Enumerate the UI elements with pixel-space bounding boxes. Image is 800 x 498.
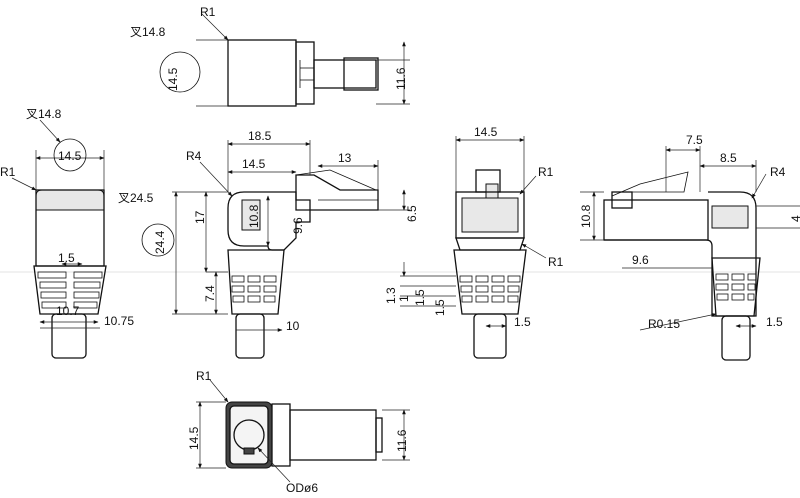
side-left-cable-w: 10	[286, 319, 300, 333]
side-left-body-len: 14.5	[242, 157, 266, 171]
top-body	[227, 39, 297, 107]
side-left-plug-len: 13	[338, 151, 352, 165]
side-left-cable	[235, 313, 265, 359]
front-boot	[33, 265, 107, 315]
side-right-top-8-5: 8.5	[720, 151, 737, 165]
rear-r-top: R1	[538, 165, 554, 179]
side-left-height-17: 17	[193, 210, 207, 224]
rear-boot	[453, 249, 527, 315]
rear-cable	[473, 313, 507, 359]
bottom-view: 14.5 11.6 R1 ODø6	[187, 369, 410, 495]
top-neck	[295, 41, 315, 105]
rear-width-label: 14.5	[474, 125, 498, 139]
top-diam-label: 叉14.8	[130, 25, 166, 39]
side-left-diam-label: 叉24.5	[118, 191, 154, 205]
side-right-h-9-6: 9.6	[632, 253, 649, 267]
side-left-plug	[295, 174, 379, 211]
top-view: R1 叉14.8 14.5 11.6	[130, 5, 410, 107]
side-left-radius: R4	[186, 149, 202, 163]
bottom-height-label: 14.5	[187, 426, 201, 450]
top-height-label: 14.5	[166, 67, 180, 91]
side-right-r-small: R0.15	[648, 317, 680, 331]
rear-gap-label: 1.5	[514, 315, 531, 329]
side-left-total-len: 18.5	[248, 129, 272, 143]
side-left-h-10-8: 10.8	[247, 204, 261, 228]
front-view: 14.5 叉14.8 R1 1.5 10.7 10.75	[0, 107, 134, 359]
top-plug	[313, 59, 377, 89]
front-cable	[51, 313, 87, 359]
side-right-top-7-5: 7.5	[686, 133, 703, 147]
bottom-side-label: 11.6	[395, 429, 409, 452]
top-side-label: 11.6	[394, 67, 408, 90]
rear-d-1-5b: 1.5	[433, 299, 447, 316]
front-diam-circle	[53, 138, 87, 172]
front-radius-label: R1	[0, 165, 16, 179]
side-left-window	[241, 199, 261, 231]
side-left-circle	[141, 223, 175, 257]
bottom-radius-label: R1	[196, 369, 212, 383]
side-left-view: 18.5 14.5 13 R4 24.4 叉24.5 17 7.4 10.8 9…	[118, 129, 419, 359]
side-left-h-6-5: 6.5	[405, 205, 419, 222]
side-right-gap: 1.5	[766, 315, 783, 329]
rear-view: 14.5 R1 R1 1.3 1 1.5 1.5 1.5	[384, 125, 564, 359]
side-right-window	[711, 205, 749, 229]
side-left-h-7-4: 7.4	[203, 285, 217, 302]
side-left-boot	[227, 249, 285, 315]
side-right-h-4: 4	[789, 215, 800, 222]
front-base-width: 10.7	[56, 304, 80, 318]
rear-d-1-5a: 1.5	[413, 289, 427, 306]
top-latch	[343, 57, 379, 91]
bottom-plug	[289, 409, 377, 461]
side-left-height-circle: 24.4	[153, 230, 167, 254]
rear-d-1-3: 1.3	[384, 287, 398, 304]
rear-d-1: 1	[397, 295, 411, 302]
front-width-circle: 14.5	[58, 149, 82, 163]
side-right-h-10-8: 10.8	[579, 204, 593, 228]
side-right-view: 7.5 8.5 R4 4 10.8 9.6 R0.15 1.5	[579, 133, 800, 361]
front-pitch-label: 1.5	[58, 251, 75, 265]
side-right-radius: R4	[770, 165, 786, 179]
side-left-h-9-6: 9.6	[291, 217, 305, 234]
top-diam-circle	[159, 51, 201, 93]
side-right-body	[603, 199, 709, 241]
front-base-outer: 10.75	[104, 314, 134, 328]
bottom-od-label: ODø6	[286, 481, 318, 495]
rear-r-bottom: R1	[548, 255, 564, 269]
front-diam-label: 叉14.8	[26, 107, 62, 121]
top-radius-label: R1	[200, 5, 216, 19]
side-right-cable	[721, 315, 751, 361]
